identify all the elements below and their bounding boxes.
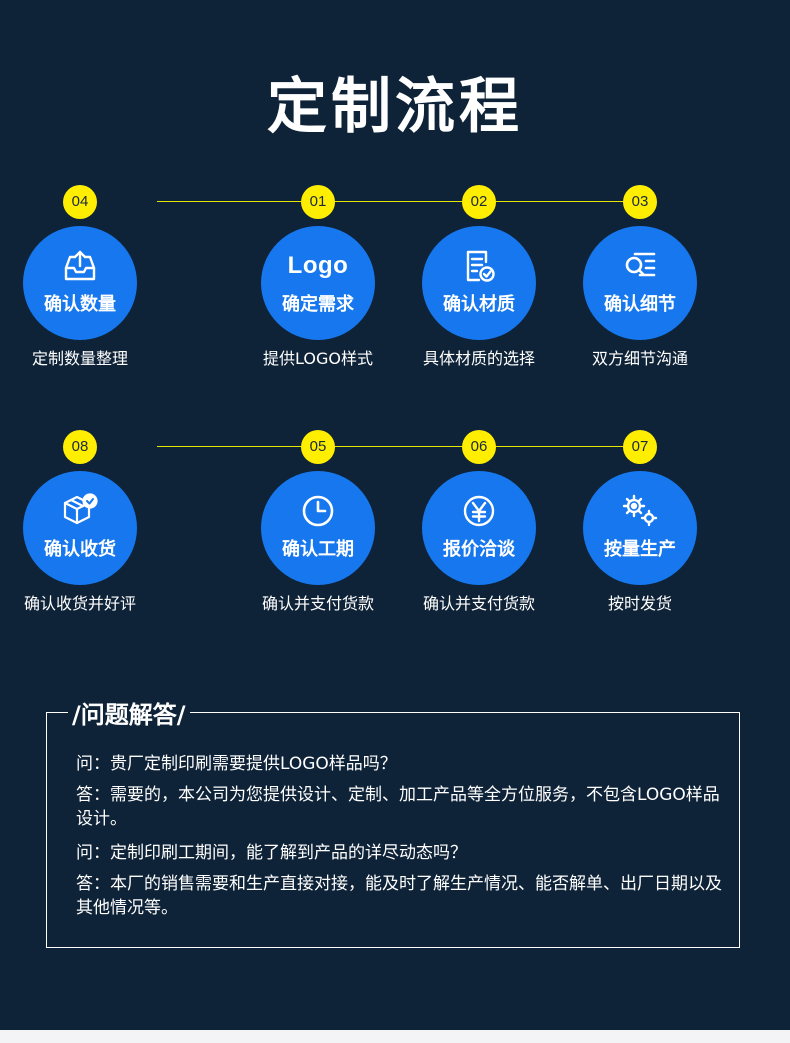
inbox-upload-icon	[23, 248, 137, 284]
process-step-05: 05 确认工期 确认并支付货款	[238, 430, 398, 670]
page-title: 定制流程	[267, 72, 523, 142]
step-number-badge: 02	[462, 185, 496, 219]
process-step-01: 01 Logo 确定需求 提供LOGO样式	[238, 185, 398, 425]
step-number-badge: 04	[63, 185, 97, 219]
step-description: 确认并支付货款	[422, 594, 535, 613]
document-check-icon	[422, 248, 536, 284]
step-label: 确定需求	[282, 294, 354, 315]
process-step-07: 07	[560, 430, 720, 670]
process-step-06: 06 报价洽谈 确认并支付货款	[399, 430, 559, 670]
step-label: 确认工期	[282, 539, 354, 560]
step-circle: 确认材质	[422, 226, 536, 340]
step-description: 具体材质的选择	[422, 349, 535, 368]
gears-icon	[583, 493, 697, 529]
package-check-icon	[23, 493, 137, 529]
step-circle: 确认收货	[23, 471, 137, 585]
yen-icon	[422, 493, 536, 529]
step-circle: 确认数量	[23, 226, 137, 340]
faq-box	[46, 712, 740, 948]
connector-line	[157, 446, 640, 447]
step-number-badge: 05	[301, 430, 335, 464]
step-description: 定制数量整理	[31, 349, 128, 368]
process-row-2: 05 确认工期 确认并支付货款 06	[0, 430, 790, 670]
process-step-03: 03 确认细节 双方细节沟通	[560, 185, 720, 425]
step-number-badge: 03	[623, 185, 657, 219]
process-step-08: 08 确认收货 确认收货并好评	[0, 430, 160, 670]
step-number-badge: 07	[623, 430, 657, 464]
step-circle: 报价洽谈	[422, 471, 536, 585]
faq-list: 问：贵厂定制印刷需要提供LOGO样品吗？ 答：需要的，本公司为您提供设计、定制、…	[76, 752, 726, 930]
step-label: 报价洽谈	[443, 539, 515, 560]
step-circle: 确认细节	[583, 226, 697, 340]
connector-line	[157, 201, 640, 202]
logo-text: Logo	[287, 252, 349, 279]
step-description: 提供LOGO样式	[263, 349, 373, 368]
step-description: 确认并支付货款	[261, 594, 374, 613]
step-description: 双方细节沟通	[591, 349, 688, 368]
step-circle: Logo 确定需求	[261, 226, 375, 340]
clock-icon	[261, 493, 375, 529]
step-description: 按时发货	[607, 594, 672, 613]
step-label: 按量生产	[604, 539, 676, 560]
step-circle: 按量生产	[583, 471, 697, 585]
bottom-strip	[0, 1030, 790, 1043]
faq-heading: /问题解答/	[68, 695, 190, 730]
process-step-02: 02 确认材质 具体材质的选择	[399, 185, 559, 425]
faq-answer: 答：本厂的销售需要和生产直接对接，能及时了解生产情况、能否解单、出厂日期以及其他…	[76, 874, 722, 918]
search-list-icon	[583, 248, 697, 284]
process-row-1: 01 Logo 确定需求 提供LOGO样式 02	[0, 185, 790, 425]
step-label: 确认数量	[44, 294, 116, 315]
process-step-04: 04 确认数量 定制数量整理	[0, 185, 160, 425]
step-label: 确认材质	[443, 294, 515, 315]
faq-question: 问：定制印刷工期间，能了解到产品的详尽动态吗？	[76, 843, 467, 863]
step-number-badge: 08	[63, 430, 97, 464]
logo-icon: Logo	[261, 248, 375, 284]
faq-answer: 答：需要的，本公司为您提供设计、定制、加工产品等全方位服务，不包含LOGO样品设…	[76, 785, 720, 829]
faq-question: 问：贵厂定制印刷需要提供LOGO样品吗？	[76, 754, 397, 774]
step-label: 确认收货	[44, 539, 116, 560]
step-number-badge: 01	[301, 185, 335, 219]
step-circle: 确认工期	[261, 471, 375, 585]
step-label: 确认细节	[604, 294, 676, 315]
step-number-badge: 06	[462, 430, 496, 464]
step-description: 确认收货并好评	[23, 594, 136, 613]
